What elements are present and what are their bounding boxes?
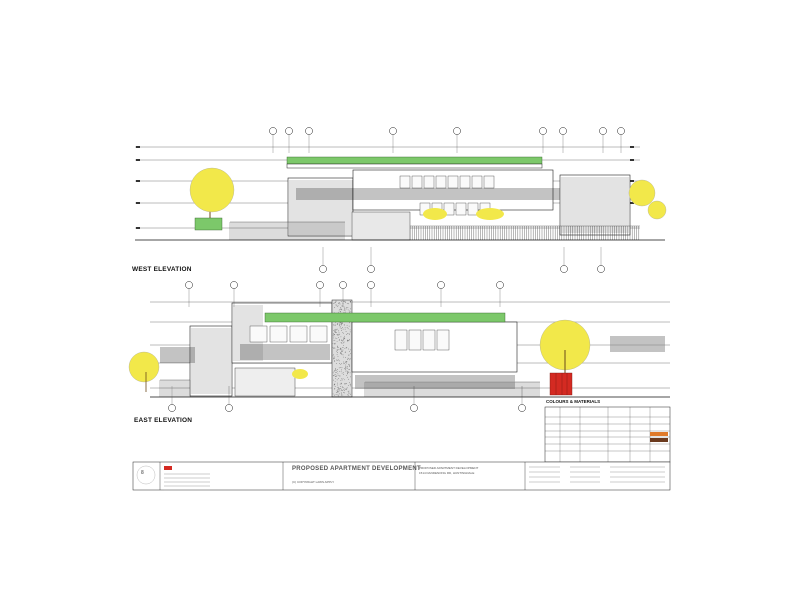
project-info-line-1: PROPOSED APARTMENT DEVELOPMENT <box>419 466 479 470</box>
west-roof-parapet <box>286 163 543 169</box>
project-info-line-2: 1514 DANDENONG RD, HUNTINGDALE <box>419 471 475 475</box>
material-callout-marker <box>389 127 397 135</box>
copyright-note: (C) COPYRIGHT LAWS APPLY <box>292 480 335 484</box>
east-red-gate <box>549 372 573 396</box>
material-callout-marker <box>285 127 293 135</box>
west-boundary-fence <box>229 221 640 240</box>
page-marker: 8 <box>141 470 144 476</box>
material-callout-marker <box>560 265 568 273</box>
west-balcony-slats <box>296 188 560 200</box>
material-callout-marker <box>539 127 547 135</box>
material-callout-marker <box>305 127 313 135</box>
east-masonry-panel <box>234 367 296 397</box>
west-elevation-title: WEST ELEVATION <box>132 266 192 273</box>
material-callout-marker <box>367 281 375 289</box>
material-callout-marker <box>410 404 418 412</box>
east-balcony-slats <box>160 336 665 389</box>
west-material-callouts <box>269 127 625 273</box>
material-callout-marker <box>599 127 607 135</box>
material-callout-marker <box>453 127 461 135</box>
west-elevation <box>135 127 667 273</box>
east-green-roof <box>264 312 506 323</box>
east-boundary-fence <box>159 379 540 397</box>
east-left-volume <box>189 325 233 397</box>
title-block <box>132 461 671 491</box>
material-callout-marker <box>269 127 277 135</box>
material-callout-marker <box>559 127 567 135</box>
east-glazing <box>249 325 450 351</box>
material-callout-marker <box>617 127 625 135</box>
east-tree-left <box>128 351 160 392</box>
west-left-volume <box>287 177 354 237</box>
legend-title: COLOURS & MATERIALS <box>546 399 601 404</box>
project-title: PROPOSED APARTMENT DEVELOPMENT <box>292 466 422 472</box>
page-marker-circle <box>136 465 156 485</box>
west-green-roof <box>286 156 543 165</box>
material-callout-marker <box>316 281 324 289</box>
material-callout-marker <box>225 404 233 412</box>
material-callout-marker <box>496 281 504 289</box>
west-right-volume <box>559 174 631 236</box>
materials-legend-table <box>544 406 671 463</box>
east-elevation <box>128 281 670 412</box>
material-callout-marker <box>367 265 375 273</box>
east-shrubs <box>292 369 308 379</box>
east-material-callouts <box>168 281 526 412</box>
west-tree-right <box>628 179 667 220</box>
firm-logo <box>164 466 172 470</box>
material-callout-marker <box>518 404 526 412</box>
west-right-level-tags <box>630 146 634 204</box>
material-callout-marker <box>185 281 193 289</box>
east-elevation-title: EAST ELEVATION <box>134 417 193 424</box>
material-callout-marker <box>339 281 347 289</box>
material-callout-marker <box>437 281 445 289</box>
west-tree-left <box>189 167 235 231</box>
material-callout-marker <box>230 281 238 289</box>
west-level-tags <box>136 146 140 229</box>
material-callout-marker <box>168 404 176 412</box>
legend-swatch-brown <box>650 438 668 442</box>
legend-swatch-orange <box>650 432 668 436</box>
east-cladding-hatch-left <box>191 328 231 394</box>
material-callout-marker <box>319 265 327 273</box>
west-shrubs <box>423 208 504 220</box>
west-masonry-panel <box>351 211 411 241</box>
material-callout-marker <box>597 265 605 273</box>
west-cladding-hatch-right <box>561 177 629 233</box>
